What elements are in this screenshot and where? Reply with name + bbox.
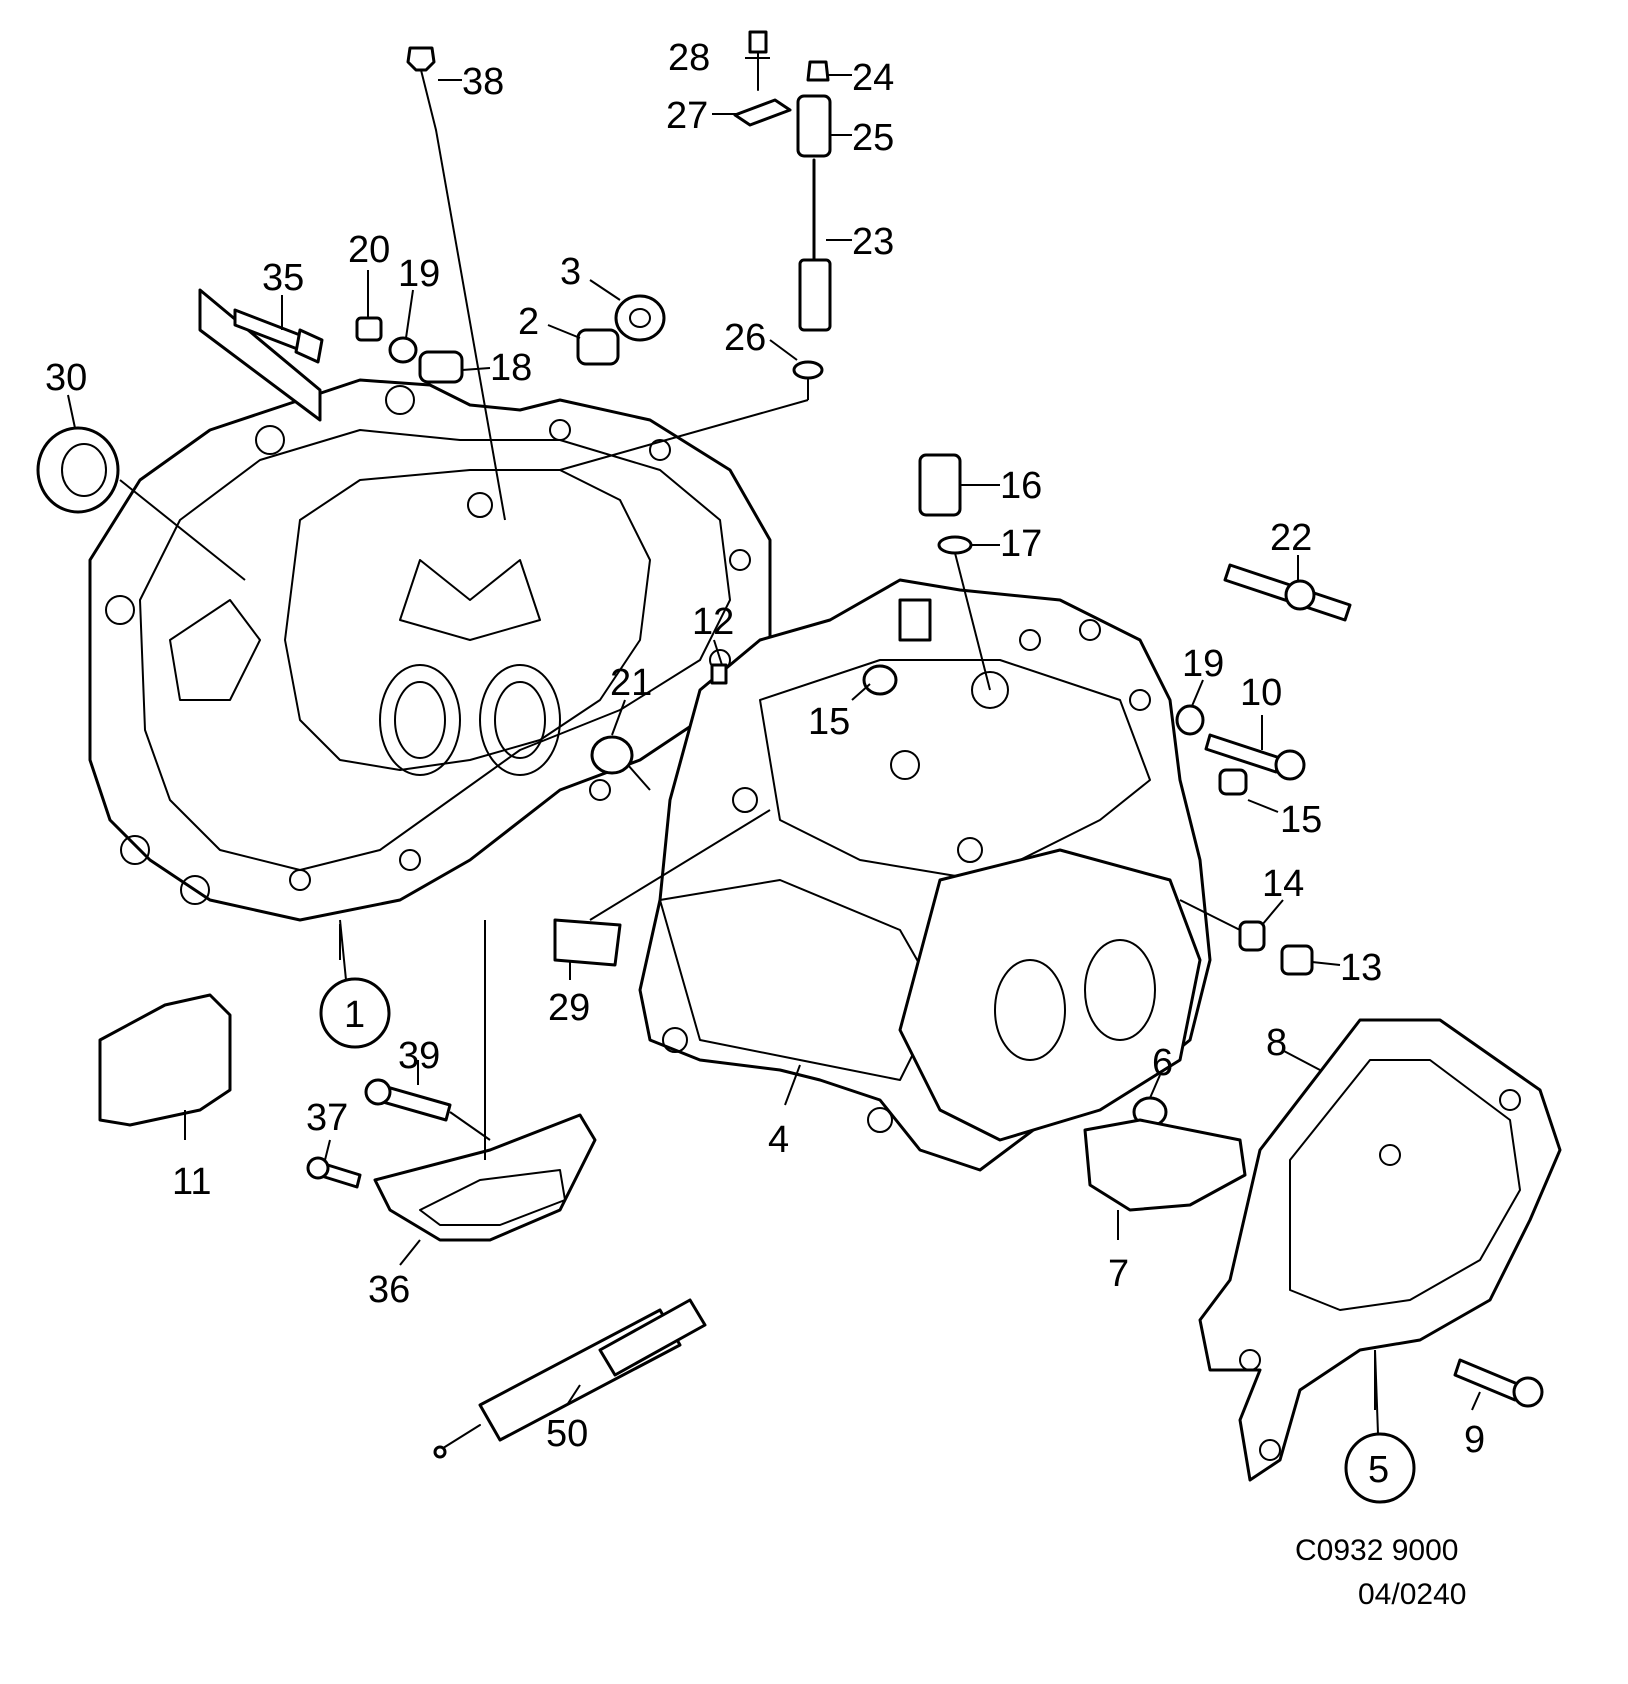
leader-lines bbox=[67, 57, 1481, 1411]
label-14: 14 bbox=[1262, 863, 1304, 905]
clutch-housing bbox=[88, 288, 772, 922]
label-2: 2 bbox=[518, 301, 539, 343]
label-18: 18 bbox=[490, 347, 532, 389]
drawing-revision: 04/0240 bbox=[1358, 1578, 1466, 1611]
label-21: 21 bbox=[610, 662, 652, 704]
label-19: 19 bbox=[398, 253, 440, 295]
label-29: 29 bbox=[548, 987, 590, 1029]
label-50: 50 bbox=[546, 1413, 588, 1455]
label-19b: 19 bbox=[1182, 643, 1224, 685]
label-7: 7 bbox=[1108, 1253, 1129, 1295]
label-26: 26 bbox=[724, 317, 766, 359]
part-labels: 38 28 24 27 25 23 35 20 19 3 2 18 26 30 … bbox=[45, 37, 1485, 1491]
label-39: 39 bbox=[398, 1035, 440, 1077]
label-30: 30 bbox=[45, 357, 87, 399]
label-24: 24 bbox=[852, 57, 894, 99]
drawing-code: C0932 9000 bbox=[1295, 1534, 1458, 1567]
circled-callouts bbox=[319, 919, 1416, 1504]
gearbox-housing bbox=[638, 578, 1212, 1172]
label-10: 10 bbox=[1240, 672, 1282, 714]
label-37: 37 bbox=[306, 1097, 348, 1139]
label-11: 11 bbox=[172, 1161, 211, 1203]
label-17: 17 bbox=[1000, 523, 1042, 565]
label-22: 22 bbox=[1270, 517, 1312, 559]
label-3: 3 bbox=[560, 251, 581, 293]
label-35: 35 bbox=[262, 257, 304, 299]
label-8: 8 bbox=[1266, 1022, 1287, 1064]
label-28: 28 bbox=[668, 37, 710, 79]
label-9: 9 bbox=[1464, 1419, 1485, 1461]
label-15b: 15 bbox=[1280, 799, 1322, 841]
label-5: 5 bbox=[1368, 1449, 1389, 1491]
label-6: 6 bbox=[1152, 1042, 1173, 1084]
label-38: 38 bbox=[462, 61, 504, 103]
label-25: 25 bbox=[852, 117, 894, 159]
label-15: 15 bbox=[808, 701, 850, 743]
label-20: 20 bbox=[348, 229, 390, 271]
end-cover bbox=[1198, 1018, 1562, 1482]
callout-circle-1 bbox=[319, 977, 391, 1049]
label-27: 27 bbox=[666, 95, 708, 137]
label-13: 13 bbox=[1340, 947, 1382, 989]
small-parts bbox=[36, 30, 1544, 1459]
label-16: 16 bbox=[1000, 465, 1042, 507]
label-1: 1 bbox=[344, 994, 365, 1036]
callout-circle-5 bbox=[1344, 1432, 1416, 1504]
label-23: 23 bbox=[852, 221, 894, 263]
label-12: 12 bbox=[692, 601, 734, 643]
label-36: 36 bbox=[368, 1269, 410, 1311]
label-4: 4 bbox=[768, 1119, 789, 1161]
